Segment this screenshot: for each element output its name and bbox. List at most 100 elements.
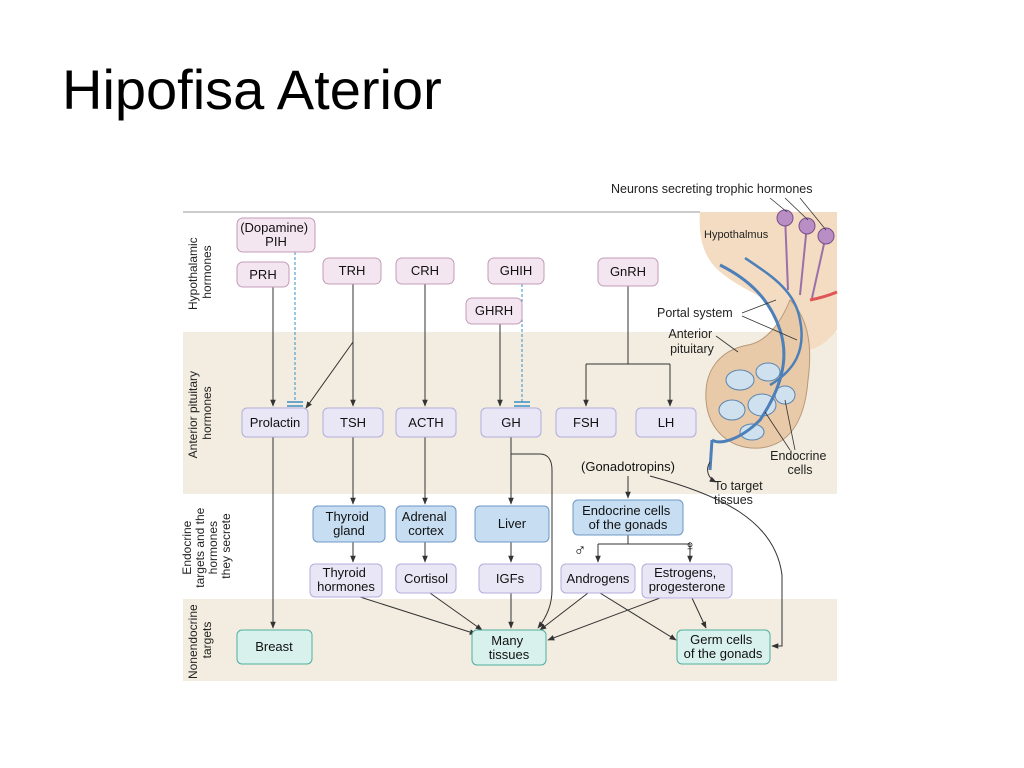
connections xyxy=(270,252,783,649)
anterior-nodes: Prolactin TSH ACTH GH FSH LH (Gonadotrop… xyxy=(241,407,697,474)
node-prolactin-box xyxy=(241,407,309,438)
neuron-body xyxy=(798,217,816,235)
band-label-endocrine: Endocrine targets and the hormones they … xyxy=(180,504,233,587)
node-many-tissues-box xyxy=(471,629,547,666)
node-endocrine-gonads: Endocrine cells of the gonads xyxy=(582,503,674,532)
node-cortisol: Cortisol xyxy=(404,571,448,586)
node-thyroid-gland-box xyxy=(312,505,386,543)
anterior-pointer xyxy=(715,335,739,353)
hypothalamus-label: Hypothalmus xyxy=(704,229,769,241)
node-acth-box xyxy=(395,407,457,438)
node-igfs: IGFs xyxy=(496,571,525,586)
nonendocrine-nodes: Breast Many tissues Germ cells of the go… xyxy=(236,629,771,666)
node-ghih-box xyxy=(487,257,545,285)
arrow-cortisol-many xyxy=(429,592,483,631)
node-thyroid-hormones: Thyroid hormones xyxy=(317,565,375,594)
arrow-estrogens-germ xyxy=(691,597,707,629)
arrow-th-many xyxy=(359,596,477,635)
node-breast: Breast xyxy=(255,639,293,654)
band-labels: Hypothalamic hormones Anterior pituitary… xyxy=(180,234,233,679)
node-tsh: TSH xyxy=(340,415,366,430)
node-gh-box xyxy=(480,407,542,438)
node-breast-box xyxy=(236,629,313,665)
portal-pointer xyxy=(741,315,798,341)
portal-vessel xyxy=(711,263,786,444)
endocrine-cell xyxy=(739,423,765,441)
neurons-pointer xyxy=(769,197,788,213)
node-adrenal-cortex: Adrenal cortex xyxy=(402,509,450,538)
arrow-androgens-many xyxy=(539,592,589,631)
neurons-pointer xyxy=(784,197,809,221)
arrow-androgens-germ xyxy=(599,592,677,641)
arrow-trh-prolactin xyxy=(305,341,354,409)
node-crh: CRH xyxy=(411,263,439,278)
node-estrogens-box xyxy=(641,563,733,599)
target-vessel xyxy=(708,439,714,471)
node-liver-box xyxy=(474,505,550,543)
neuron-body xyxy=(776,209,794,227)
endocrine-target-nodes: Thyroid gland Adrenal cortex Liver Endoc… xyxy=(312,499,697,560)
secreted-hormone-nodes: Thyroid hormones Cortisol IGFs Androgens… xyxy=(309,563,733,599)
node-gh: GH xyxy=(501,415,521,430)
node-lh: LH xyxy=(658,415,675,430)
node-lh-box xyxy=(635,407,697,438)
node-ghih: GHIH xyxy=(500,263,533,278)
anterior-pituitary-label: Anterior pituitary xyxy=(668,327,715,356)
neuron-body xyxy=(817,227,835,245)
node-prh-box xyxy=(236,261,290,288)
endocrine-cell xyxy=(755,362,781,382)
male-symbol: ♂ xyxy=(574,541,587,560)
node-androgens-box xyxy=(560,563,636,594)
node-dopamine-pih-box xyxy=(236,217,316,253)
neurons-pointer xyxy=(799,197,827,231)
node-prh: PRH xyxy=(249,267,276,282)
node-acth: ACTH xyxy=(408,415,443,430)
node-fsh: FSH xyxy=(573,415,599,430)
band-label-hypothalamic: Hypothalamic hormones xyxy=(186,234,214,310)
slide-title: Hipofisa Aterior xyxy=(62,58,442,121)
neurons-label: Neurons secreting trophic hormones xyxy=(611,182,813,196)
arrow-estrogens-many xyxy=(547,597,661,641)
hypothalamus-tissue xyxy=(699,212,837,351)
endocrine-cell xyxy=(718,399,746,421)
to-target-label: To target tissues xyxy=(714,479,766,507)
node-cortisol-box xyxy=(395,563,457,594)
inset-labels: Neurons secreting trophic hormones Hypot… xyxy=(611,182,830,507)
endocrine-cells-label: Endocrine cells xyxy=(770,449,830,477)
neuron-axon xyxy=(784,214,789,291)
node-gnrh: GnRH xyxy=(610,264,646,279)
node-germ-cells: Germ cells of the gonads xyxy=(684,632,763,661)
portal-system-label: Portal system xyxy=(657,306,733,320)
node-ghrh: GHRH xyxy=(475,303,513,318)
node-gnrh-box xyxy=(597,257,659,287)
node-trh: TRH xyxy=(339,263,366,278)
to-target-arrow xyxy=(707,461,717,483)
node-androgens: Androgens xyxy=(567,571,630,586)
node-dopamine-pih: (Dopamine) PIH xyxy=(240,220,312,249)
female-symbol: ♀ xyxy=(684,537,697,556)
arrow-gonadotropins-germ xyxy=(649,475,783,649)
node-trh-box xyxy=(322,257,382,285)
portal-vessel xyxy=(744,256,803,387)
endocrine-pointer xyxy=(764,411,791,451)
node-tsh-box xyxy=(322,407,384,438)
artery xyxy=(809,290,838,302)
arrow-gh-many xyxy=(511,453,553,629)
node-thyroid-gland: Thyroid gland xyxy=(326,509,373,538)
node-ghrh-box xyxy=(465,297,523,325)
node-fsh-box xyxy=(555,407,617,438)
band-label-anterior: Anterior pituitary hormones xyxy=(186,368,214,459)
node-adrenal-cortex-box xyxy=(395,505,457,543)
portal-pointer xyxy=(741,299,777,314)
hypothalamic-nodes: (Dopamine) PIH PRH TRH CRH GHIH GHRH GnR… xyxy=(236,217,659,325)
node-many-tissues: Many tissues xyxy=(489,633,530,662)
band-label-nonendocrine: Nonendocrine targets xyxy=(186,601,214,679)
neuron-axon xyxy=(799,224,808,296)
node-germ-cells-box xyxy=(676,629,771,665)
node-endocrine-gonads-box xyxy=(572,499,684,536)
node-liver: Liver xyxy=(498,516,527,531)
node-igfs-box xyxy=(478,563,542,594)
pituitary-illustration xyxy=(699,209,838,471)
endocrine-cell xyxy=(725,369,755,391)
